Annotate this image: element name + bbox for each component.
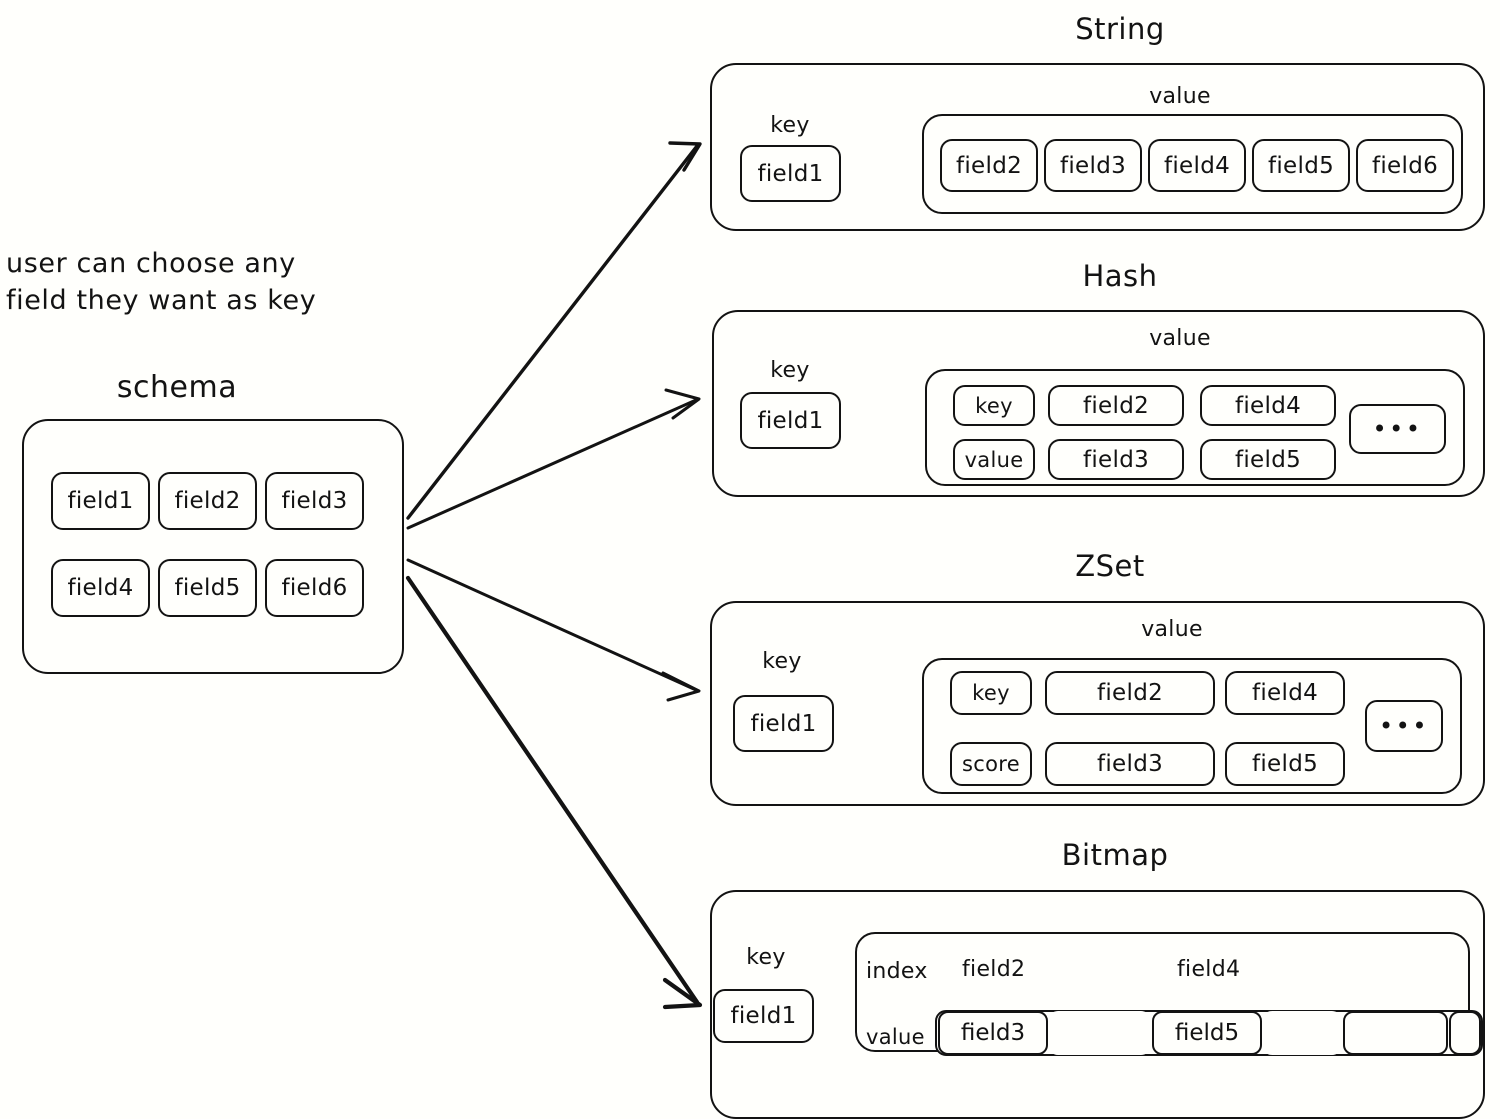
hash-top-1[interactable]: key — [953, 385, 1035, 426]
bitmap-value-label: value — [866, 1025, 925, 1049]
arrow-schema-to-string — [406, 141, 702, 520]
zset-bottom-1[interactable]: score — [950, 742, 1032, 786]
zset-bottom-3[interactable]: field5 — [1225, 742, 1345, 786]
schema-field-6[interactable]: field6 — [265, 559, 364, 617]
bitmap-cell-4[interactable] — [1262, 1011, 1342, 1055]
schema-field-1[interactable]: field1 — [51, 472, 150, 530]
schema-field-3[interactable]: field3 — [265, 472, 364, 530]
panel-title-bitmap: Bitmap — [1061, 838, 1169, 872]
annotation-note: user can choose any field they want as k… — [6, 248, 317, 317]
arrow-schema-to-bitmap — [405, 575, 703, 1010]
string-key-label: key — [770, 113, 810, 138]
hash-top-2[interactable]: field2 — [1048, 385, 1184, 426]
string-cell-1[interactable]: field2 — [940, 139, 1038, 192]
zset-top-2[interactable]: field2 — [1045, 671, 1215, 715]
hash-key-label: key — [770, 358, 810, 383]
string-cell-3[interactable]: field4 — [1148, 139, 1246, 192]
schema-field-5[interactable]: field5 — [158, 559, 257, 617]
bitmap-cell-2[interactable] — [1048, 1011, 1151, 1055]
zset-overflow-box[interactable]: ••• — [1365, 700, 1443, 752]
hash-bottom-3[interactable]: field5 — [1200, 439, 1336, 480]
bitmap-index-entry-2: field4 — [1177, 957, 1241, 982]
hash-bottom-1[interactable]: value — [953, 439, 1035, 480]
bitmap-cell-5[interactable] — [1343, 1011, 1448, 1055]
bitmap-cell-6[interactable] — [1449, 1011, 1481, 1055]
schema-field-2[interactable]: field2 — [158, 472, 257, 530]
string-cell-2[interactable]: field3 — [1044, 139, 1142, 192]
panel-title-hash: Hash — [1082, 259, 1158, 293]
bitmap-key-label: key — [746, 945, 786, 970]
bitmap-index-label: index — [866, 959, 928, 984]
panel-title-string: String — [1075, 12, 1165, 46]
string-cell-5[interactable]: field6 — [1356, 139, 1454, 192]
zset-value-label: value — [1141, 617, 1203, 642]
panel-title-zset: ZSet — [1075, 549, 1145, 583]
hash-overflow-box[interactable]: ••• — [1349, 404, 1446, 454]
string-cell-4[interactable]: field5 — [1252, 139, 1350, 192]
schema-field-4[interactable]: field4 — [51, 559, 150, 617]
string-key-field[interactable]: field1 — [740, 145, 841, 202]
schema-title: schema — [116, 370, 238, 405]
hash-bottom-2[interactable]: field3 — [1048, 439, 1184, 480]
string-value-label: value — [1149, 84, 1211, 109]
zset-top-1[interactable]: key — [950, 671, 1032, 715]
arrow-schema-to-hash — [406, 388, 701, 530]
zset-key-label: key — [762, 649, 802, 674]
zset-bottom-2[interactable]: field3 — [1045, 742, 1215, 786]
hash-top-3[interactable]: field4 — [1200, 385, 1336, 426]
zset-top-3[interactable]: field4 — [1225, 671, 1345, 715]
hash-value-label: value — [1149, 326, 1211, 351]
bitmap-index-entry-1: field2 — [962, 957, 1026, 982]
arrow-schema-to-zset — [406, 558, 701, 702]
hash-key-field[interactable]: field1 — [740, 392, 841, 449]
bitmap-cell-1[interactable]: field3 — [938, 1011, 1048, 1055]
schema-box — [22, 419, 404, 674]
bitmap-cell-3[interactable]: field5 — [1152, 1011, 1262, 1055]
bitmap-key-field[interactable]: field1 — [713, 989, 814, 1043]
zset-key-field[interactable]: field1 — [733, 695, 834, 752]
